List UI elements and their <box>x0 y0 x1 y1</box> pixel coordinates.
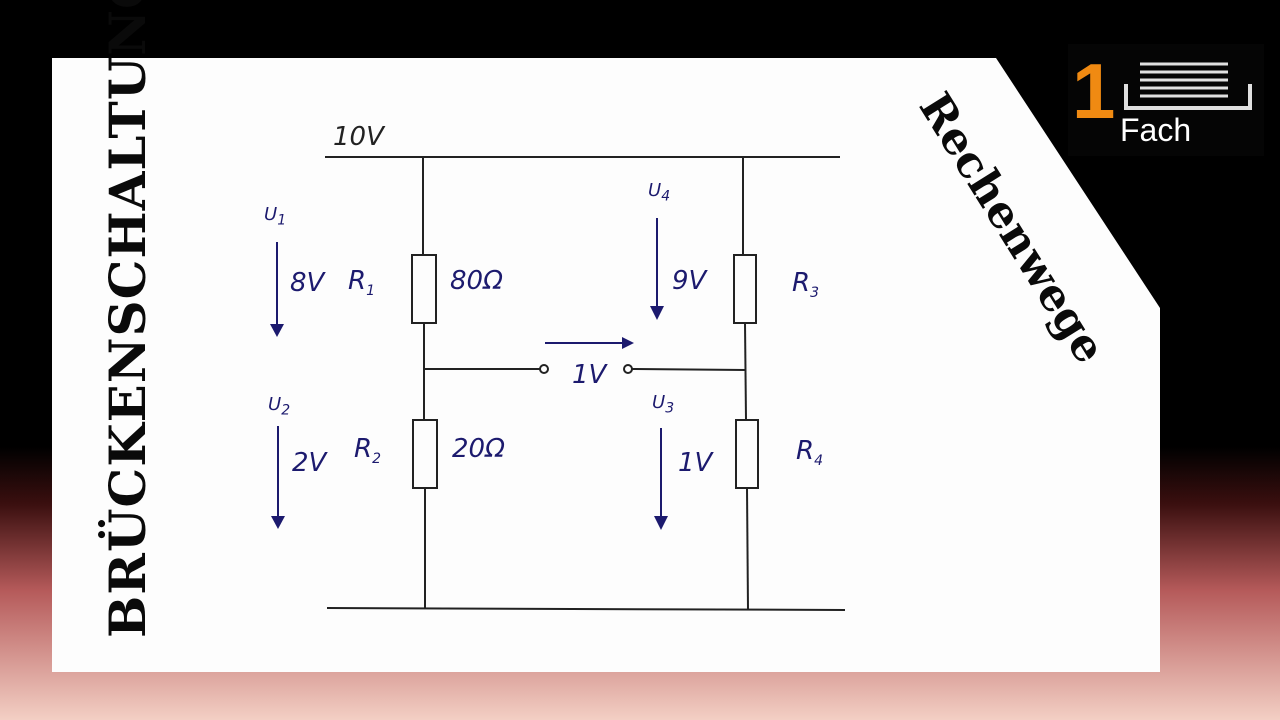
r3-label: R3 <box>792 268 819 302</box>
u2-value: 2V <box>292 448 327 478</box>
bridge-terminal-right <box>623 364 633 374</box>
u2-arrow-head <box>271 516 285 529</box>
bridge-wire-right <box>631 368 747 371</box>
right-branch-wire-mid <box>744 322 747 421</box>
bridge-voltage-label: 1V <box>572 360 607 390</box>
bottom-rail <box>326 607 846 611</box>
u1-label: U1 <box>264 204 287 229</box>
u2-label: U2 <box>268 394 291 419</box>
bridge-arrow-head <box>622 337 634 349</box>
brand-logo: 1 Fach <box>1072 47 1262 152</box>
u4-value: 9V <box>672 266 707 296</box>
r1-value: 80Ω <box>450 266 503 296</box>
bridge-terminal-left <box>539 364 549 374</box>
u1-value: 8V <box>290 268 325 298</box>
right-branch-wire-bottom <box>746 487 749 611</box>
u4-arrow-head <box>650 306 664 320</box>
r2-value: 20Ω <box>452 434 505 464</box>
r4-label: R4 <box>796 436 823 470</box>
u1-arrow-head <box>270 324 284 337</box>
supply-voltage-label: 10V <box>333 122 384 152</box>
r1-label: R1 <box>348 266 375 300</box>
logo-tray <box>1124 84 1252 110</box>
u3-label: U3 <box>652 392 675 417</box>
page-title-vertical: BRÜCKENSCHALTUNG <box>98 0 157 638</box>
paper-sheet <box>52 58 1160 672</box>
logo-number: 1 <box>1072 47 1116 135</box>
u3-value: 1V <box>678 448 713 478</box>
u4-label: U4 <box>648 180 671 205</box>
logo-word: Fach <box>1120 112 1192 148</box>
r2-label: R2 <box>354 434 381 468</box>
u3-arrow-head <box>654 516 668 530</box>
